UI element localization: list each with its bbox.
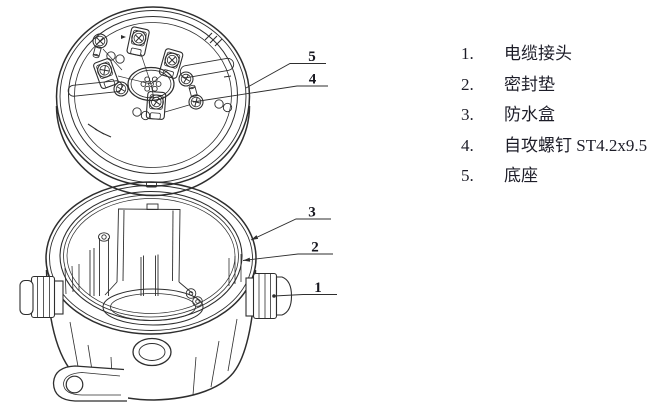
callout-4-screw: 4 xyxy=(192,72,328,103)
interior-floor xyxy=(102,288,204,326)
callout-5-base: 5 xyxy=(245,49,326,89)
legend-item-number: 5. xyxy=(461,166,474,185)
cable-gland-right xyxy=(245,272,293,320)
interior-post xyxy=(98,232,110,296)
legend-item-label: 电缆接头 xyxy=(504,44,572,63)
callout-2-gasket: 2 xyxy=(242,240,333,262)
front-knockout-hole xyxy=(132,337,172,367)
legend-item-number: 4. xyxy=(461,135,474,155)
legend-item-number: 2. xyxy=(461,74,474,94)
base-figure xyxy=(55,6,251,197)
legend-item-4: 4. 自攻螺钉 ST4.2x9.5 xyxy=(461,136,647,167)
callout-1-cable-gland: 1 xyxy=(272,280,337,298)
legend-item-label: 防水盒 xyxy=(504,105,555,124)
base-wire-holes xyxy=(106,51,233,121)
legend-item-label: 自攻螺钉 ST4.2x9.5 xyxy=(504,135,648,155)
base-wire-channels xyxy=(67,57,235,97)
legend-item-label: 底座 xyxy=(504,166,538,185)
flange-hole xyxy=(65,375,84,394)
gasket-ring xyxy=(66,198,236,314)
callout-3-box: 3 xyxy=(250,205,331,241)
callout-2-number: 2 xyxy=(311,240,319,256)
legend-item-number: 3. xyxy=(461,105,474,124)
waterproof-box-figure xyxy=(19,181,293,402)
box-body xyxy=(45,269,257,401)
legend-item-3: 3. 防水盒 xyxy=(461,105,647,136)
box-rim xyxy=(45,181,257,335)
callout-1-number: 1 xyxy=(314,280,322,296)
legend-item-1: 1. 电缆接头 xyxy=(461,44,647,75)
cable-gland-left xyxy=(19,275,64,319)
callout-5-number: 5 xyxy=(308,49,316,65)
exploded-view-diagram: 5 4 3 2 1 xyxy=(19,6,337,402)
callouts: 5 4 3 2 1 xyxy=(192,49,337,298)
front-knockout-hole-inner xyxy=(138,343,166,361)
legend-item-5: 5. 底座 xyxy=(461,166,647,197)
legend-item-label: 密封垫 xyxy=(504,74,555,94)
interior-pockets xyxy=(64,254,242,295)
parts-legend: 1. 电缆接头 2. 密封垫 3. 防水盒 4. 自攻螺钉 ST4.2x9.5 … xyxy=(461,44,647,197)
base-terminal-blocks xyxy=(93,26,194,119)
legend-item-number: 1. xyxy=(461,44,474,63)
callout-3-number: 3 xyxy=(308,205,316,221)
screw-4-target xyxy=(185,84,205,111)
callout-4-number: 4 xyxy=(309,72,317,88)
base-molded-marks xyxy=(87,32,232,138)
box-interior xyxy=(64,203,242,326)
box-inner-wall xyxy=(59,190,243,322)
legend-item-2: 2. 密封垫 xyxy=(461,75,647,106)
mounting-flange xyxy=(52,365,128,402)
